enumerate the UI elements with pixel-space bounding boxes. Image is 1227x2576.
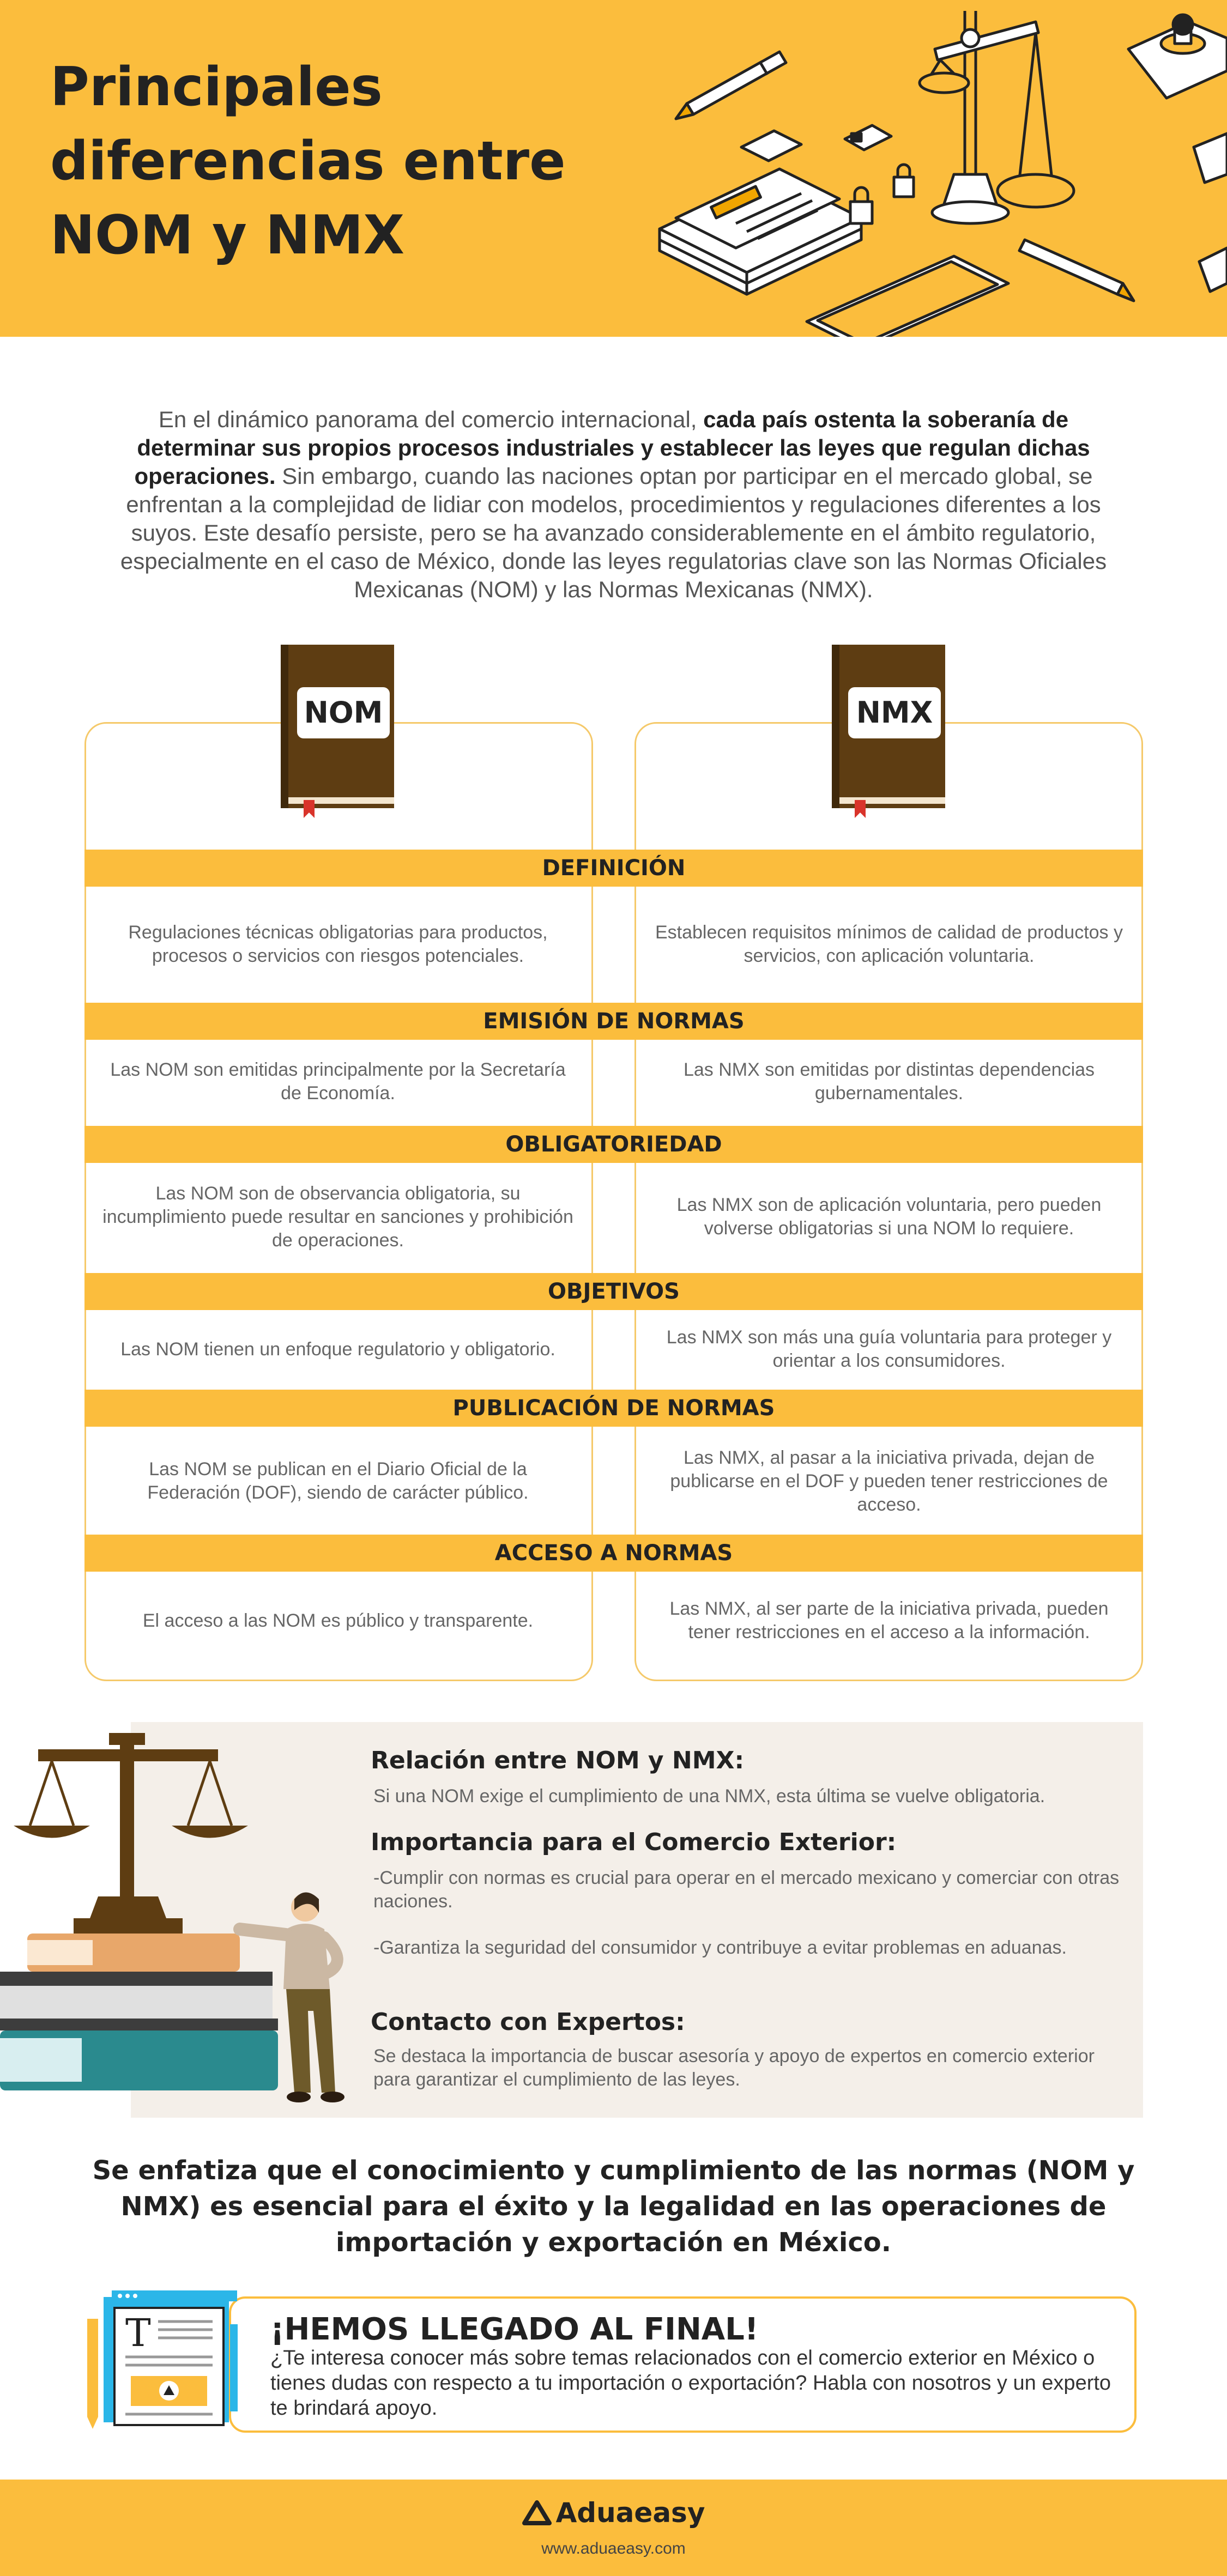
cell-text: Las NOM son de observancia obligatoria, … [102, 1183, 573, 1251]
cell-text: Las NOM se publican en el Diario Oficial… [147, 1459, 529, 1503]
nom-objetivos-text: Las NOM tienen un enfoque regulatorio y … [101, 1311, 575, 1387]
cell-text: Regulaciones técnicas obligatorias para … [128, 922, 548, 966]
nom-emision-text: Las NOM son emitidas principalmente por … [101, 1041, 575, 1123]
nom-book-label: NOM [297, 687, 390, 738]
nmx-obligatoriedad-text: Las NMX son de aplicación voluntaria, pe… [652, 1164, 1126, 1270]
brand-name: Aduaeasy [555, 2497, 705, 2529]
section-header-definicion: DEFINICIÓN [84, 850, 1143, 887]
importance-text-2: -Garantiza la seguridad del consumidor y… [373, 1937, 1067, 1958]
smartphone-icon [805, 254, 1010, 337]
nmx-acceso-text: Las NMX, al ser parte de la iniciativa p… [652, 1573, 1126, 1669]
end-text: ¿Te interesa conocer más sobre temas rel… [270, 2347, 1111, 2420]
woman-figure [233, 1892, 344, 2102]
contact-heading: Contacto con Expertos: [371, 2008, 685, 2036]
intro-paragraph: En el dinámico panorama del comercio int… [109, 405, 1118, 604]
cell-text: Las NMX son emitidas por distintas depen… [683, 1059, 1095, 1104]
nmx-emision-text: Las NMX son emitidas por distintas depen… [652, 1041, 1126, 1123]
cell-text: Las NMX son de aplicación voluntaria, pe… [676, 1195, 1102, 1239]
brand-logo: Aduaeasy [0, 2497, 1227, 2529]
end-heading: ¡HEMOS LLEGADO AL FINAL! [270, 2312, 759, 2347]
nmx-book-icon: NMX [832, 645, 946, 818]
nom-definicion-text: Regulaciones técnicas obligatorias para … [101, 888, 575, 1001]
intro-text-bold: cada país ostenta la soberanía de determ… [134, 407, 1090, 489]
aduaeasy-logo-icon [522, 2500, 552, 2525]
website-link[interactable]: www.aduaeasy.com [541, 2539, 686, 2557]
books-stack-icon [0, 1933, 278, 2090]
pen-icon [674, 50, 788, 120]
section-header-publicacion: PUBLICACIÓN DE NORMAS [84, 1390, 1143, 1427]
nmx-book-label: NMX [848, 687, 941, 738]
nom-book-icon: NOM [281, 645, 395, 818]
intro-text-start: En el dinámico panorama del comercio int… [158, 407, 704, 432]
section-header-objetivos: OBJETIVOS [84, 1273, 1143, 1310]
title-line-2: diferencias entre [50, 130, 566, 192]
nom-publicacion-text: Las NOM se publican en el Diario Oficial… [101, 1428, 575, 1535]
conclusion-text: Se enfatiza que el conocimiento y cumpli… [92, 2155, 1135, 2258]
cell-text: Las NMX, al ser parte de la iniciativa p… [669, 1598, 1109, 1642]
header-banner [0, 0, 1227, 337]
justice-scale-icon [918, 11, 1075, 225]
section-header-acceso: ACCESO A NORMAS [84, 1535, 1143, 1572]
papers-stack-icon [658, 167, 863, 296]
title-line-1: Principales [50, 56, 383, 118]
page-title: Principales diferencias entre NOM y NMX [50, 50, 595, 272]
nom-acceso-text: El acceso a las NOM es público y transpa… [101, 1573, 575, 1669]
pen-icon [1018, 238, 1135, 302]
cell-text: Las NMX son más una guía voluntaria para… [666, 1327, 1112, 1371]
intro-text-end: Sin embargo, cuando las naciones optan p… [120, 463, 1107, 602]
contact-text: Se destaca la importancia de buscar ases… [373, 2046, 1095, 2090]
padlock-icon [849, 163, 915, 225]
cell-text: Establecen requisitos mínimos de calidad… [655, 922, 1123, 966]
document-illustration: T [87, 2290, 238, 2429]
legal-documents-illustration [658, 11, 1227, 337]
cell-text: Las NMX, al pasar a la iniciativa privad… [670, 1447, 1108, 1515]
section-header-obligatoriedad: OBLIGATORIEDAD [84, 1126, 1143, 1163]
nom-obligatoriedad-text: Las NOM son de observancia obligatoria, … [101, 1164, 575, 1270]
relation-heading: Relación entre NOM y NMX: [371, 1747, 745, 1774]
justice-scale-woman-illustration [0, 1733, 344, 2102]
document-cards-icon [740, 124, 893, 162]
title-line-3: NOM y NMX [50, 204, 405, 266]
nmx-publicacion-text: Las NMX, al pasar a la iniciativa privad… [652, 1428, 1126, 1535]
footer [0, 2480, 1227, 2576]
nmx-objetivos-text: Las NMX son más una guía voluntaria para… [652, 1311, 1126, 1387]
justice-scale-icon [14, 1733, 248, 1933]
cell-text: Las NOM tienen un enfoque regulatorio y … [120, 1338, 555, 1360]
doc-letter: T [125, 2311, 151, 2355]
importance-heading: Importancia para el Comercio Exterior: [371, 1828, 897, 1856]
cell-text: El acceso a las NOM es público y transpa… [142, 1610, 534, 1631]
nmx-definicion-text: Establecen requisitos mínimos de calidad… [652, 888, 1126, 1001]
stamp-icon [1127, 13, 1227, 100]
document-cards-icon [1192, 132, 1227, 293]
section-header-emision: EMISIÓN DE NORMAS [84, 1003, 1143, 1040]
cell-text: Las NOM son emitidas principalmente por … [110, 1059, 566, 1104]
relation-text: Si una NOM exige el cumplimiento de una … [373, 1786, 1045, 1807]
end-card [229, 2296, 1137, 2433]
importance-text-1: -Cumplir con normas es crucial para oper… [373, 1868, 1120, 1912]
